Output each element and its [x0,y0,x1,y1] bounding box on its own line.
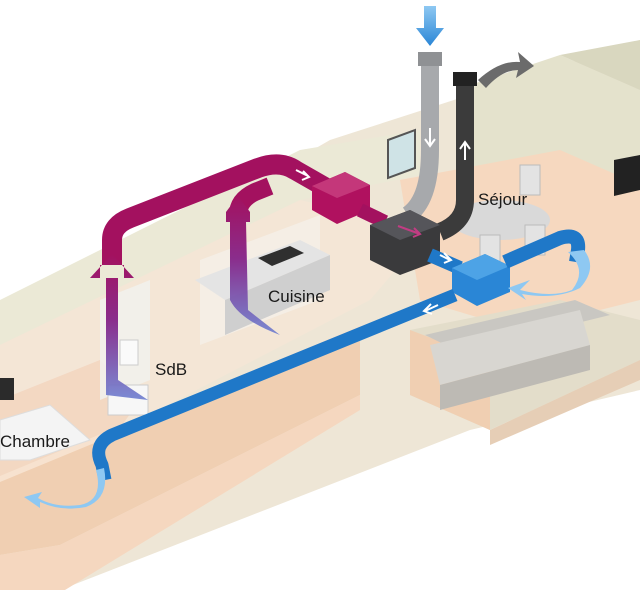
bed [0,404,91,461]
front-wall-left [0,330,360,555]
supply-branch-sejour [502,229,586,269]
exchanger-top [370,210,440,240]
supply-outlet-chambre [24,468,106,509]
room-label-sejour: Séjour [478,190,527,209]
exhaust-duct-path [436,80,474,241]
extract-main-duct [102,154,335,265]
exchanger-flow-arrows [397,225,422,238]
sofa-front [440,345,590,410]
base-edge [0,395,360,590]
up-arrow-icon [459,140,471,160]
supply-ducts [24,229,591,509]
fresh-air-inlet-arrow-icon [416,6,444,46]
supply-box-top [452,254,510,280]
fresh-air-duct-path [402,60,439,223]
wc [119,339,139,366]
room-label-chambre: Chambre [0,432,70,451]
room-labels: Séjour Cuisine SdB Chambre [0,190,527,451]
extract-flow-cuisine [226,196,280,335]
supply-outlet-sejour [508,250,591,300]
down-arrow-icon [424,128,436,148]
living-window [387,128,416,180]
left-arrow-icon [439,252,453,264]
back-wall-right [470,55,640,185]
sofa-seat [430,310,590,385]
supply-branch-chambre [92,288,458,482]
side-wall-right [560,40,640,90]
fresh-air-duct [402,6,444,223]
left-arrow-icon [422,303,439,315]
base-edge-right [490,360,640,445]
bedroom-furniture [0,378,14,400]
tv [614,155,640,196]
building-shell [0,40,640,590]
exhaust-duct [436,52,534,241]
room-label-sdb: SdB [155,360,187,379]
cooktop [258,246,304,266]
fresh-air-cap [418,52,442,66]
exhaust-cap [453,72,477,86]
extract-ducts [90,154,389,400]
dining-chair [519,164,541,196]
heat-exchanger-unit [370,210,440,275]
curved-arrow-icon [478,52,534,88]
extract-to-exchanger [356,203,389,229]
extract-collector-box-top [312,172,370,198]
room-label-cuisine: Cuisine [268,287,325,306]
right-arrow-icon [295,169,311,181]
